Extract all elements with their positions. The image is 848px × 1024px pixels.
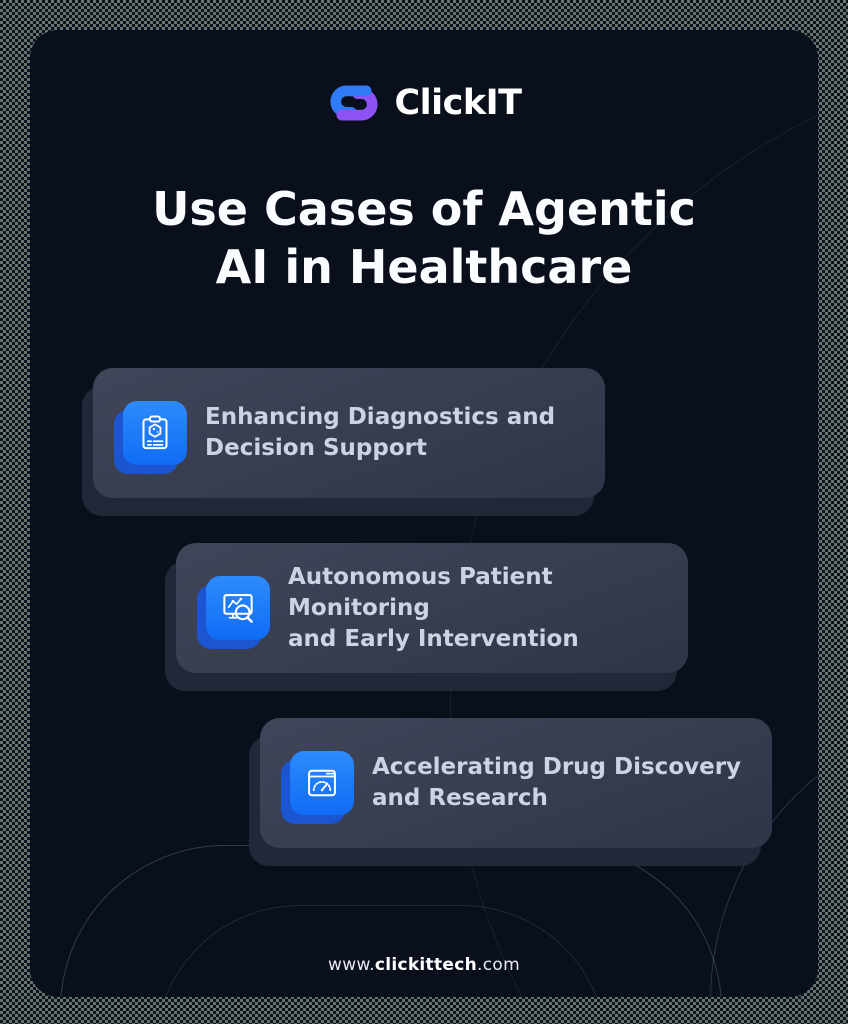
card-icon-tile — [114, 401, 187, 474]
use-case-card-diagnostics: Enhancing Diagnostics and Decision Suppo… — [82, 368, 605, 516]
decorative-pill-outline — [155, 905, 607, 997]
chain-link-logo-icon — [330, 85, 378, 121]
use-case-card-drug-discovery: Accelerating Drug Discovery and Research — [249, 718, 772, 866]
url-domain: clickittech — [374, 955, 478, 975]
url-prefix: www. — [328, 955, 375, 975]
icon-tile — [206, 576, 270, 640]
title-line-1: Use Cases of Agentic — [152, 182, 696, 236]
card-surface: Enhancing Diagnostics and Decision Suppo… — [93, 368, 605, 498]
card-icon-tile — [197, 576, 270, 649]
card-icon-tile — [281, 751, 354, 824]
brand-logo: ClickIT — [30, 80, 818, 126]
card-label: Enhancing Diagnostics and Decision Suppo… — [205, 404, 556, 461]
title-line-2: AI in Healthcare — [215, 240, 633, 294]
card-surface: Autonomous Patient Monitoring and Early … — [176, 543, 688, 673]
url-suffix: .com — [477, 955, 520, 975]
icon-tile — [123, 401, 187, 465]
card-surface: Accelerating Drug Discovery and Research — [260, 718, 772, 848]
poster-background: ClickIT Use Cases of Agentic AI in Healt… — [30, 30, 818, 997]
website-link[interactable]: www.clickittech.com — [328, 955, 520, 975]
use-case-card-patient-monitoring: Autonomous Patient Monitoring and Early … — [165, 543, 688, 691]
drug-discovery-gauge-icon — [308, 769, 336, 797]
clipboard-diagnostics-icon — [142, 415, 168, 450]
card-label: Accelerating Drug Discovery and Research — [372, 754, 742, 811]
brand-name: ClickIT — [394, 83, 522, 123]
footer: www.clickittech.com — [30, 955, 818, 975]
patient-monitoring-icon — [223, 594, 253, 623]
page-title: Use Cases of Agentic AI in Healthcare — [30, 180, 818, 296]
card-label: Autonomous Patient Monitoring and Early … — [288, 563, 579, 652]
icon-tile — [290, 751, 354, 815]
